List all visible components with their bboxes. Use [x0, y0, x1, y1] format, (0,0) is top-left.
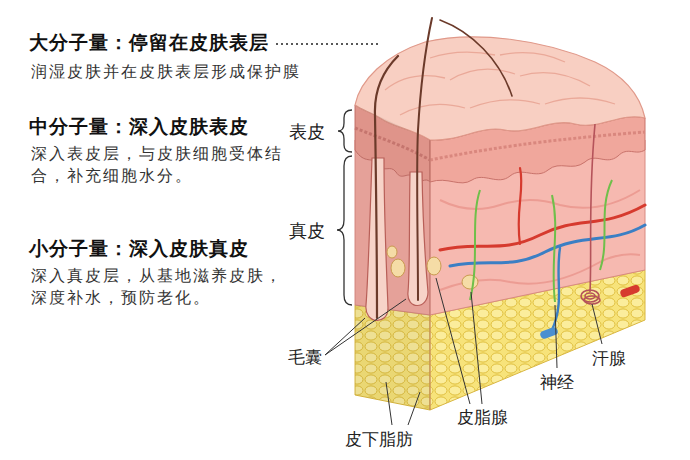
blood-vessels: [440, 168, 645, 340]
gland-lobe: [391, 259, 405, 277]
nerve-fibre: [600, 180, 612, 270]
heading: 小分子量：深入皮肤真皮: [28, 236, 250, 261]
layer-label: 真皮: [288, 219, 326, 242]
nerve-fibre: [552, 195, 555, 302]
sebaceous-glands: [387, 246, 478, 289]
artery-stub: [619, 284, 641, 298]
layer-label: 表皮: [288, 120, 326, 143]
heading: 中分子量：深入皮肤表皮: [28, 114, 250, 139]
leader-line: [436, 278, 470, 404]
body-text: 润湿皮肤并在皮肤表层形成保护膜: [30, 61, 302, 83]
skin-surface: [355, 37, 645, 140]
leader-line: [408, 392, 420, 425]
hair-shaft: [417, 18, 432, 300]
vein: [450, 225, 645, 266]
gland-lobe: [462, 275, 478, 289]
leader-line: [471, 292, 482, 404]
dermis-fibre: [440, 254, 640, 290]
leader-line: [555, 305, 557, 368]
dermis-bracket: [337, 156, 352, 305]
heading: 大分子量：停留在皮肤表层: [28, 30, 270, 55]
part-label: 神经: [539, 371, 575, 394]
part-label: 皮脂腺: [456, 406, 509, 429]
leader-line: [386, 382, 392, 425]
leader-lines: [325, 278, 602, 425]
hair-shaft: [375, 56, 398, 318]
body-text: 深入真皮层，从基地滋养皮肤，深度补水，预防老化。: [30, 265, 290, 309]
block-edge: [430, 140, 431, 410]
hair-shaft: [440, 20, 512, 96]
part-label: 汗腺: [591, 347, 627, 370]
sweat-duct: [590, 124, 595, 292]
epidermis-bracket: [338, 110, 352, 152]
artery: [440, 205, 645, 250]
face-shade: [355, 105, 430, 410]
leader-line: [325, 299, 406, 355]
part-label: 皮下脂肪: [344, 428, 414, 451]
gland-lobe: [387, 246, 397, 258]
nerve-fibre: [470, 190, 480, 300]
body-text: 深入表皮层，与皮肤细胞受体结合，补充细胞水分。: [30, 143, 290, 187]
hairs: [375, 18, 512, 318]
gland-lobe: [427, 257, 441, 275]
dotted-leader: [276, 43, 380, 45]
sweat-coil: [584, 296, 600, 304]
sweat-gland: [581, 124, 600, 304]
part-label: 毛囊: [287, 346, 323, 369]
dermis-fibre: [440, 190, 640, 209]
surface-top: [355, 37, 645, 140]
leader-line: [325, 318, 365, 355]
artery: [519, 168, 522, 244]
leader-line: [592, 304, 602, 344]
